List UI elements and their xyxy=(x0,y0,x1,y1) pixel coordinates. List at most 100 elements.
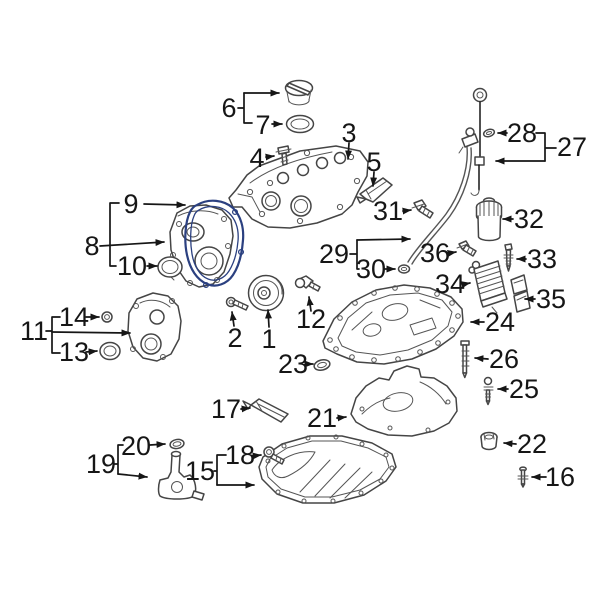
callout-label-33: 33 xyxy=(527,244,557,274)
part-timing-cover-gasket-highlighted xyxy=(184,199,245,289)
callout-label-29: 29 xyxy=(319,239,349,269)
callout-label-7: 7 xyxy=(255,110,270,140)
part-nut-14 xyxy=(101,311,113,323)
part-bolt-25 xyxy=(483,376,494,406)
callout-label-8: 8 xyxy=(84,231,99,261)
part-bolt-26 xyxy=(460,340,470,379)
part-oil-filler-cap xyxy=(284,79,314,106)
leader-31 xyxy=(402,207,412,215)
callout-label-6: 6 xyxy=(221,93,236,123)
callout-label-21: 21 xyxy=(307,403,337,433)
callout-label-23: 23 xyxy=(278,349,308,379)
callout-label-19: 19 xyxy=(86,449,116,479)
callout-label-1: 1 xyxy=(261,324,276,354)
bracket-29 xyxy=(349,239,360,270)
callout-labels: 1 2 3 4 5 6 7 8 9 10 11 12 13 14 15 16 1… xyxy=(20,93,587,492)
part-crank-seal-10 xyxy=(157,256,183,278)
bracket-11 xyxy=(45,316,61,354)
callout-label-2: 2 xyxy=(227,323,242,353)
callout-label-12: 12 xyxy=(296,304,326,334)
callout-label-34: 34 xyxy=(435,269,465,299)
callout-label-15: 15 xyxy=(185,456,215,486)
leader-11 xyxy=(51,329,131,337)
bracket-15 xyxy=(213,454,227,486)
leader-22 xyxy=(503,440,517,448)
part-bolt-36 xyxy=(456,240,477,257)
callout-label-11: 11 xyxy=(20,316,48,346)
callout-leaders xyxy=(45,89,557,489)
callout-label-22: 22 xyxy=(517,429,547,459)
callout-label-10: 10 xyxy=(117,251,147,281)
part-sealant-17 xyxy=(242,398,289,423)
leader-21 xyxy=(336,414,347,422)
part-gasket-35 xyxy=(510,274,531,313)
part-seal-13 xyxy=(99,341,121,361)
leader-2 xyxy=(229,311,237,327)
callout-label-26: 26 xyxy=(489,344,519,374)
part-dipstick-tube xyxy=(407,127,479,265)
callout-label-35: 35 xyxy=(536,284,566,314)
callout-label-9: 9 xyxy=(123,189,138,219)
leader-1 xyxy=(265,309,272,328)
part-bolt-16 xyxy=(517,466,529,488)
leader-5 xyxy=(370,171,378,187)
part-upper-oil-pan xyxy=(322,284,464,365)
leader-13 xyxy=(85,348,98,356)
part-oring-20 xyxy=(169,438,185,450)
part-oring-30 xyxy=(397,264,411,274)
callout-label-4: 4 xyxy=(249,143,264,173)
part-cap-22 xyxy=(480,431,498,451)
leader-9 xyxy=(143,201,186,209)
bracket-8-9-10 xyxy=(109,202,120,267)
callout-label-3: 3 xyxy=(341,118,356,148)
callout-label-20: 20 xyxy=(121,431,151,461)
part-drain-plug xyxy=(263,446,285,465)
part-oring-28 xyxy=(482,128,496,138)
callout-label-24: 24 xyxy=(485,307,515,337)
part-filler-cap-seal xyxy=(285,114,315,134)
leader-3 xyxy=(345,142,353,160)
callout-label-13: 13 xyxy=(59,337,89,367)
part-bolt-31 xyxy=(411,199,434,219)
part-oring-23 xyxy=(313,359,331,371)
callout-label-25: 25 xyxy=(509,374,539,404)
part-dipstick xyxy=(470,87,488,196)
callout-label-30: 30 xyxy=(356,254,386,284)
callout-label-5: 5 xyxy=(366,147,381,177)
callout-label-27: 27 xyxy=(557,132,587,162)
bracket-27 xyxy=(535,132,557,162)
leader-12 xyxy=(306,296,314,312)
part-sealant-5 xyxy=(356,177,393,204)
leader-19 xyxy=(117,472,148,480)
part-pulley-bolt-2 xyxy=(225,296,249,311)
callout-label-31: 31 xyxy=(373,196,403,226)
callout-label-18: 18 xyxy=(225,440,255,470)
leader-26 xyxy=(474,355,489,363)
callout-label-17: 17 xyxy=(211,394,241,424)
part-crankshaft-pulley xyxy=(247,274,285,312)
part-rear-timing-cover xyxy=(121,292,182,362)
callout-label-32: 32 xyxy=(514,204,544,234)
leader-36 xyxy=(447,249,457,257)
bracket-6 xyxy=(237,92,253,124)
leader-18 xyxy=(251,452,262,460)
part-windage-tray xyxy=(350,365,458,437)
part-lower-oil-pan xyxy=(258,434,397,504)
part-cap-bolt-4 xyxy=(275,145,292,166)
part-oil-filter xyxy=(475,197,503,242)
callout-label-36: 36 xyxy=(420,238,450,268)
part-stud-33 xyxy=(503,243,514,272)
callout-label-28: 28 xyxy=(507,118,537,148)
leader-29 xyxy=(356,235,411,243)
leader-8 xyxy=(99,239,165,247)
leader-20 xyxy=(149,441,166,449)
bracket-19 xyxy=(113,444,124,475)
part-oil-pickup xyxy=(157,450,205,501)
part-sensor-12 xyxy=(294,275,321,292)
gasket-inner-loop xyxy=(190,205,239,281)
callout-label-14: 14 xyxy=(59,302,89,332)
callout-label-16: 16 xyxy=(545,462,575,492)
leader-4 xyxy=(265,153,275,161)
